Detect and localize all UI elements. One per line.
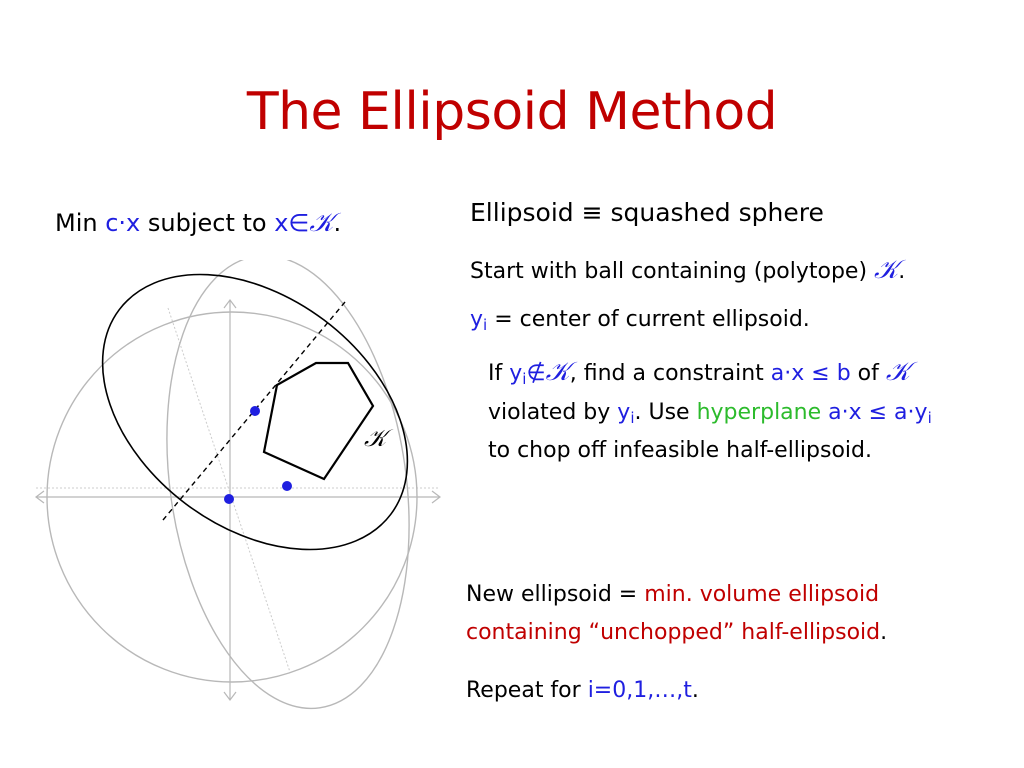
y-axis-arrow-top — [223, 299, 237, 309]
center-text: = center of current ellipsoid. — [487, 307, 810, 332]
start-text: Start with ball containing (polytope) — [470, 259, 875, 284]
period: . — [880, 620, 888, 645]
k-symbol: 𝒦 — [309, 208, 334, 238]
line-unchopped: containing “unchopped” half-ellipsoid. — [466, 618, 887, 648]
k-symbol: 𝒦 — [874, 255, 899, 285]
initial-ball — [46, 311, 418, 683]
center-point-1 — [224, 494, 234, 504]
line-new-ellipsoid: New ellipsoid = min. volume ellipsoid — [466, 580, 879, 610]
previous-ellipsoid — [166, 260, 410, 710]
y-var: y — [509, 361, 523, 386]
hyperplane-label: hyperplane — [696, 400, 822, 425]
line-start-ball: Start with ball containing (polytope) 𝒦. — [470, 255, 905, 287]
min-volume-text: min. volume ellipsoid — [644, 582, 880, 607]
i-sub: i — [630, 409, 635, 427]
slide-title: The Ellipsoid Method — [246, 82, 778, 142]
period: . — [898, 259, 906, 284]
unchopped-text: containing “unchopped” half-ellipsoid — [466, 620, 881, 645]
line-if: If yi∉𝒦, find a constraint a·x ≤ b of 𝒦 — [488, 357, 910, 389]
polytope-k — [262, 361, 375, 481]
of-text: of — [850, 361, 886, 386]
axes — [35, 299, 441, 701]
cutting-hyperplane — [162, 301, 346, 521]
i-sub: i — [927, 409, 932, 427]
current-ellipsoid — [101, 273, 409, 551]
violated-text: violated by — [488, 400, 618, 425]
y-var: y — [470, 307, 484, 332]
x-axis-arrow-right — [431, 490, 441, 504]
k-label: 𝒦 — [364, 424, 394, 452]
line-chop: to chop off infeasible half-ellipsoid. — [488, 438, 872, 463]
line-center: yi = center of current ellipsoid. — [470, 305, 810, 335]
use-text: . Use — [634, 400, 697, 425]
i-sub: i — [483, 316, 488, 334]
objective: c·x — [105, 209, 141, 237]
x-in: x∈ — [274, 209, 310, 237]
repeat-range: i=0,1,…,t — [587, 678, 692, 703]
center-point-3 — [250, 406, 260, 416]
k-symbol: 𝒦 — [885, 357, 911, 387]
center-point-2 — [282, 481, 292, 491]
min-label: Min — [55, 209, 106, 237]
previous-ellipsoids — [46, 260, 418, 710]
subject-to-label: subject to — [140, 209, 275, 237]
line-violated: violated by yi. Use hyperplane a·x ≤ a·y… — [488, 398, 932, 428]
y-axis-arrow-bottom — [223, 691, 237, 701]
constraint: a·x ≤ b — [770, 361, 851, 386]
x-axis-arrow-left — [35, 490, 45, 504]
period: . — [691, 678, 699, 703]
line-repeat: Repeat for i=0,1,…,t. — [466, 676, 699, 706]
line-ellipsoid-def: Ellipsoid ≡ squashed sphere — [470, 198, 824, 227]
if-prefix: If — [488, 361, 510, 386]
y-var: y — [617, 400, 631, 425]
k-symbol: 𝒦 — [545, 357, 570, 387]
new-prefix: New ellipsoid = — [466, 582, 645, 607]
ellipsoid-diagram: 𝒦 — [35, 260, 441, 710]
guide-diagonal — [167, 307, 291, 673]
problem-statement: Min c·x subject to x∈𝒦. — [55, 208, 341, 238]
i-sub: i — [522, 370, 527, 388]
ellipsoid-centers — [224, 406, 292, 504]
if-text: , find a constraint — [569, 361, 771, 386]
hyperplane-eq: a·x ≤ a·y — [828, 400, 928, 425]
period: . — [333, 209, 342, 237]
notin-symbol: ∉ — [526, 361, 546, 386]
guide-lines — [36, 307, 440, 673]
repeat-prefix: Repeat for — [466, 678, 588, 703]
